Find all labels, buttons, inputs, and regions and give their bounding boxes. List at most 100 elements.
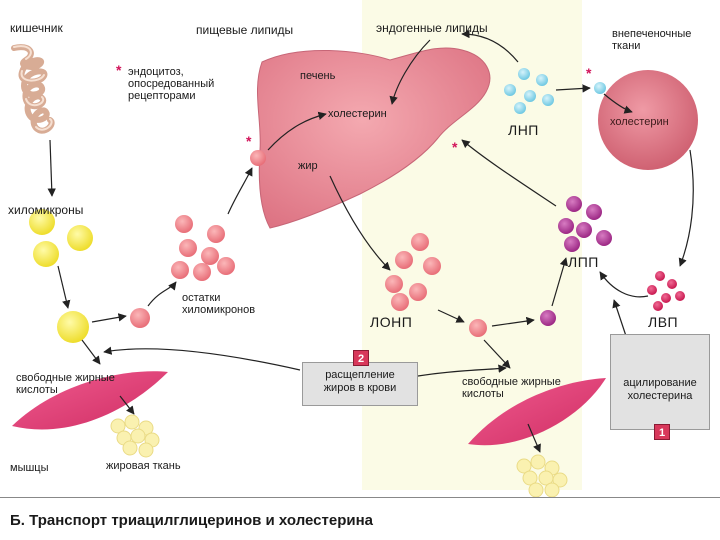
idl-particle xyxy=(566,196,582,212)
arrow-idl-up xyxy=(551,257,568,307)
arrow-acylation-pointer xyxy=(612,299,627,337)
hdl-particle xyxy=(661,293,671,303)
hdl-particle xyxy=(653,301,663,311)
pathway-arrows xyxy=(47,29,694,453)
adipose-tissue-left xyxy=(110,414,160,458)
lipolysis-box: расщепление жиров в крови xyxy=(302,362,418,406)
hdl-particle xyxy=(655,271,665,281)
acylation-box: ацилирование холестерина xyxy=(610,334,710,430)
endocytosis-star-tissue: * xyxy=(586,65,592,81)
cholesterol-liver-label: холестерин xyxy=(328,108,387,120)
hdl-particle xyxy=(647,285,657,295)
figure-caption: Б. Транспорт триацилглицеринов и холесте… xyxy=(10,512,373,529)
muscle-shape-right xyxy=(468,378,606,446)
adipose-tissue-label: жировая ткань xyxy=(106,460,181,472)
chylomicron-particles xyxy=(29,209,93,343)
arrow-to-cholesterin xyxy=(267,111,327,151)
ldl-particle xyxy=(518,68,530,80)
arrow-tissue-to-hdl xyxy=(678,149,694,267)
muscles-label: мышцы xyxy=(10,462,49,474)
arrow-tissue-internal xyxy=(603,93,633,114)
ldl-particle xyxy=(524,90,536,102)
arrow-chylomicron-to-remnant xyxy=(91,313,127,323)
arrow-remnants-up xyxy=(147,281,177,307)
ldl-label: ЛНП xyxy=(508,122,539,138)
intestine-drawing xyxy=(11,44,55,134)
chylomicron-remnant-particles xyxy=(130,150,266,328)
fat-label: жир xyxy=(298,160,318,172)
vldl-particle xyxy=(385,275,403,293)
remnant-particle xyxy=(201,247,219,265)
chylomicron-particle xyxy=(57,311,89,343)
arrow-muscle-to-adipose xyxy=(119,395,135,415)
endogenous-lipids-label: эндогенные липиды xyxy=(376,21,488,35)
remnant-particle xyxy=(250,150,266,166)
arrow-liver-fat-to-vldl xyxy=(329,175,391,271)
chylomicron-particle xyxy=(29,209,55,235)
remnant-particle xyxy=(207,225,225,243)
arrow-lipolysis-left xyxy=(103,346,301,371)
arrow-endogenous-to-liver xyxy=(389,39,431,105)
ldl-particles xyxy=(504,68,606,114)
chylomicron-particle xyxy=(67,225,93,251)
endocytosis-star-remnant: * xyxy=(246,133,252,149)
idl-particle xyxy=(564,236,580,252)
idl-label: ЛПП xyxy=(568,254,599,270)
idl-particle xyxy=(558,218,574,234)
intestine-label: кишечник xyxy=(10,21,63,35)
remnant-particle xyxy=(175,215,193,233)
arrow-vldl-remnant-to-muscle xyxy=(483,339,511,369)
vldl-label: ЛОНП xyxy=(370,314,413,330)
vldl-particles xyxy=(385,233,487,337)
chylomicron-remnants-label: остатки хиломикронов xyxy=(182,292,256,316)
adipose-tissue-right xyxy=(516,454,568,498)
arrow-ldl-to-tissue xyxy=(555,84,591,93)
vldl-particle xyxy=(395,251,413,269)
ldl-particle xyxy=(542,94,554,106)
cholesterol-tissue-label: холестерин xyxy=(610,116,669,128)
remnant-particle xyxy=(130,308,150,328)
caption-divider xyxy=(0,497,720,498)
hdl-label: ЛВП xyxy=(648,314,679,330)
idl-particle xyxy=(586,204,602,220)
arrow-intestine-to-chylomicrons xyxy=(47,139,56,197)
arrow-vldl-to-remnant xyxy=(437,309,465,323)
endocytosis-label: эндоцитоз, опосредованный рецепторами xyxy=(128,66,215,102)
hdl-particle xyxy=(667,279,677,289)
remnant-particle xyxy=(179,239,197,257)
chylomicrons-label: хиломикроны xyxy=(8,203,84,217)
vldl-particle xyxy=(409,283,427,301)
idl-particle xyxy=(596,230,612,246)
muscle-shape-left xyxy=(12,371,168,430)
liver-shape xyxy=(257,47,491,229)
endocytosis-star-legend: * xyxy=(116,62,122,78)
vldl-particle xyxy=(423,257,441,275)
arrow-ldl-to-endogenous xyxy=(461,29,519,63)
remnant-particle xyxy=(217,257,235,275)
idl-particle xyxy=(576,222,592,238)
vldl-particle xyxy=(469,319,487,337)
arrow-lipolysis-right xyxy=(417,364,507,377)
arrow-right-muscle-to-adipose xyxy=(527,423,541,453)
vldl-particle xyxy=(391,293,409,311)
arrow-vldl-remnant-to-idl xyxy=(491,316,535,327)
intestine-highlight xyxy=(13,45,53,131)
acylation-badge: 1 xyxy=(654,424,670,440)
extrahepatic-tissue-shape xyxy=(598,70,698,170)
endocytosis-star-liver: * xyxy=(452,139,458,155)
vldl-particle xyxy=(411,233,429,251)
chylomicron-particle xyxy=(33,241,59,267)
remnant-particle xyxy=(193,263,211,281)
arrow-chylomicrons-down xyxy=(57,265,71,309)
hdl-particle xyxy=(675,291,685,301)
ldl-particle xyxy=(504,84,516,96)
idl-particles xyxy=(540,196,612,326)
idl-particle xyxy=(540,310,556,326)
arrow-chylo-to-muscle xyxy=(81,339,101,365)
hdl-particles xyxy=(647,271,685,311)
ldl-particle xyxy=(536,74,548,86)
free-fatty-acids-left-label: свободные жирные кислоты xyxy=(16,372,115,396)
ldl-particle xyxy=(594,82,606,94)
remnant-particle xyxy=(171,261,189,279)
